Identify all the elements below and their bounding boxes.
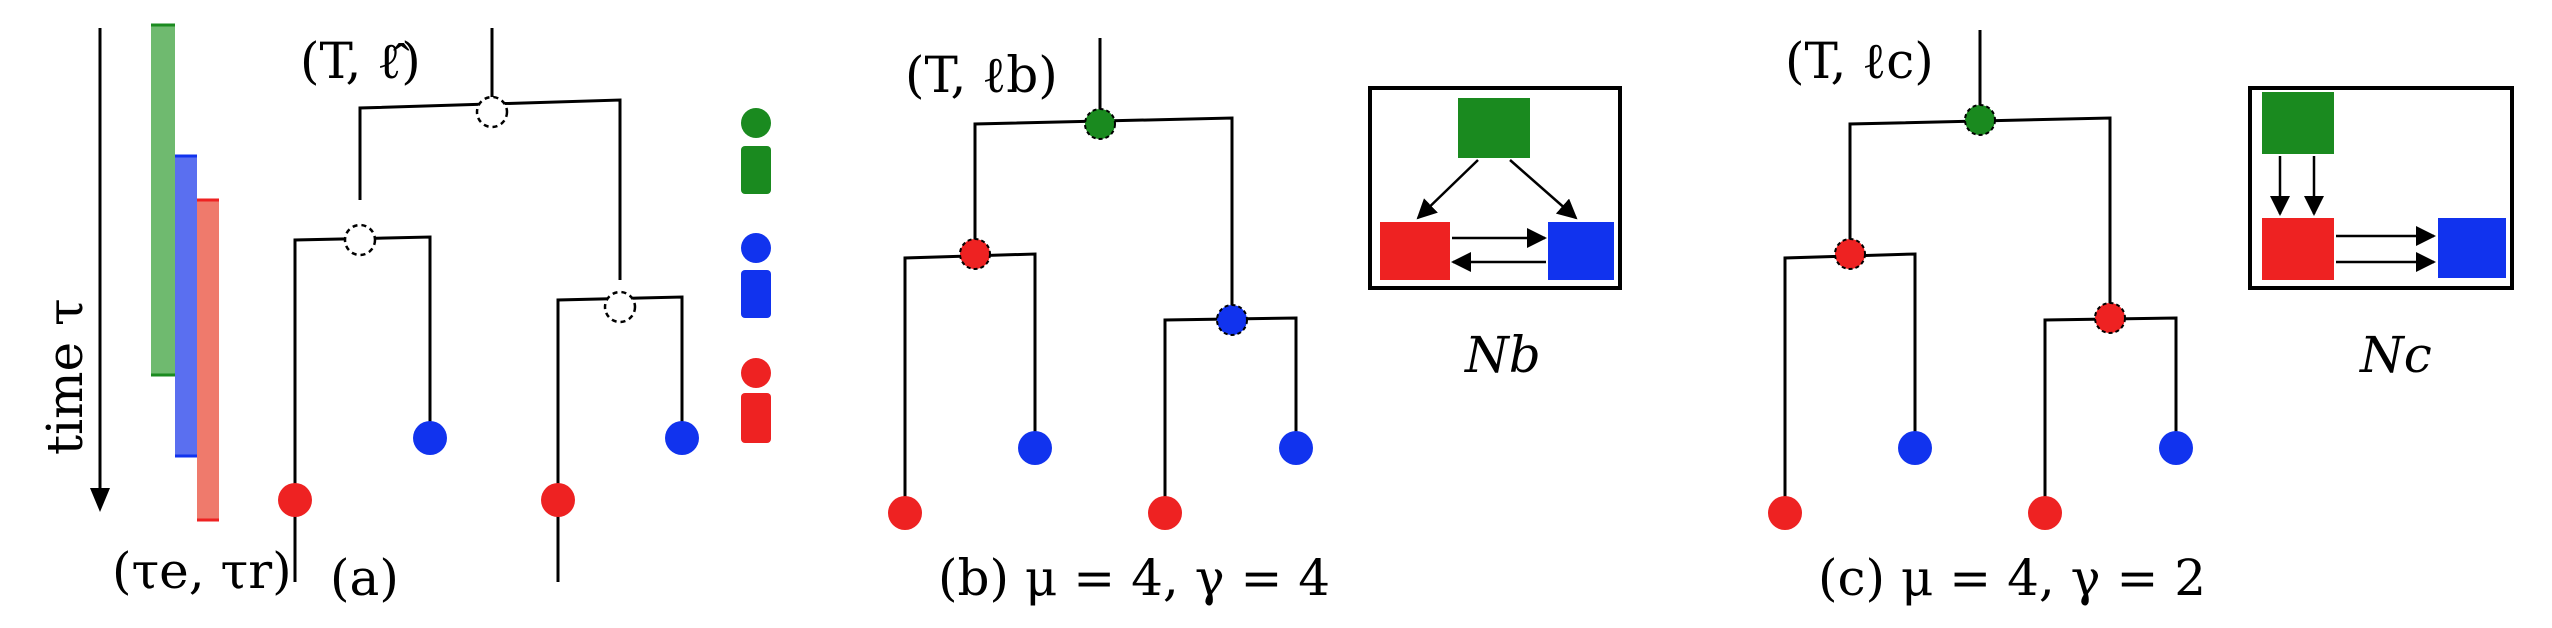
leaf-node-blue	[1018, 431, 1052, 465]
panel-a-tree-label: (T, ℓ̂)	[300, 32, 421, 90]
panel-b-caption: (b) μ = 4, γ = 4	[938, 549, 1330, 607]
blue-species-icon	[741, 233, 771, 318]
network-nb-blue-node	[1548, 222, 1614, 280]
panel-c: (T, ℓc) Nc (c) μ = 4, γ = 2	[1768, 30, 2514, 607]
leaf-node-blue	[2159, 431, 2193, 465]
panel-c-tree-label: (T, ℓc)	[1785, 32, 1934, 90]
time-axis-arrowhead	[90, 488, 110, 512]
internal-node-unlabeled	[343, 223, 377, 257]
network-nc-blue-node	[2438, 218, 2506, 278]
leaf-node-red	[278, 483, 312, 517]
time-axis-label: time τ	[36, 298, 94, 455]
red-lifespan-bar	[197, 200, 219, 520]
leaf-node-red	[2028, 496, 2062, 530]
green-species-icon	[741, 108, 771, 194]
panel-b-tree-label: (T, ℓb)	[905, 46, 1058, 104]
network-nb-edge	[1509, 159, 1578, 220]
leaf-node-red	[541, 483, 575, 517]
internal-node-unlabeled	[603, 290, 637, 324]
internal-node-red	[2094, 302, 2126, 334]
panel-a-caption: (a)	[330, 549, 399, 607]
leaf-node-blue	[1279, 431, 1313, 465]
species-legend	[741, 108, 771, 443]
blue-lifespan-bar	[175, 156, 197, 456]
panel-c-tree-edges	[1783, 30, 2178, 513]
leaf-node-red	[1148, 496, 1182, 530]
leaf-node-blue	[665, 421, 699, 455]
internal-node-green	[1964, 104, 1996, 136]
panel-c-caption: (c) μ = 4, γ = 2	[1818, 549, 2206, 607]
network-nc	[2248, 86, 2514, 290]
network-nc-green-node	[2262, 92, 2334, 154]
interval-label: (τe, τr)	[112, 542, 292, 600]
green-lifespan-bar	[151, 25, 175, 375]
timeline: time τ (τe, τr)	[36, 23, 292, 600]
internal-node-red	[1834, 238, 1866, 270]
leaf-node-blue	[1898, 431, 1932, 465]
network-nb-label: Nb	[1464, 326, 1541, 384]
internal-node-unlabeled	[475, 95, 509, 129]
leaf-node-red	[1768, 496, 1802, 530]
leaf-node-red	[888, 496, 922, 530]
internal-node-red	[959, 238, 991, 270]
network-nb-edge	[1416, 159, 1479, 220]
panel-a: (T, ℓ̂) (a)	[278, 28, 699, 607]
network-nc-red-node	[2262, 218, 2334, 280]
network-nb	[1368, 86, 1622, 290]
internal-node-blue	[1216, 304, 1248, 336]
leaf-node-blue	[413, 421, 447, 455]
network-nb-red-node	[1380, 222, 1450, 280]
network-nb-green-node	[1458, 98, 1530, 158]
red-species-icon	[741, 358, 771, 443]
panel-b: (T, ℓb) Nb (b) μ = 4, γ = 4	[888, 38, 1622, 607]
internal-node-green	[1084, 108, 1116, 140]
network-nc-label: Nc	[2359, 326, 2432, 384]
